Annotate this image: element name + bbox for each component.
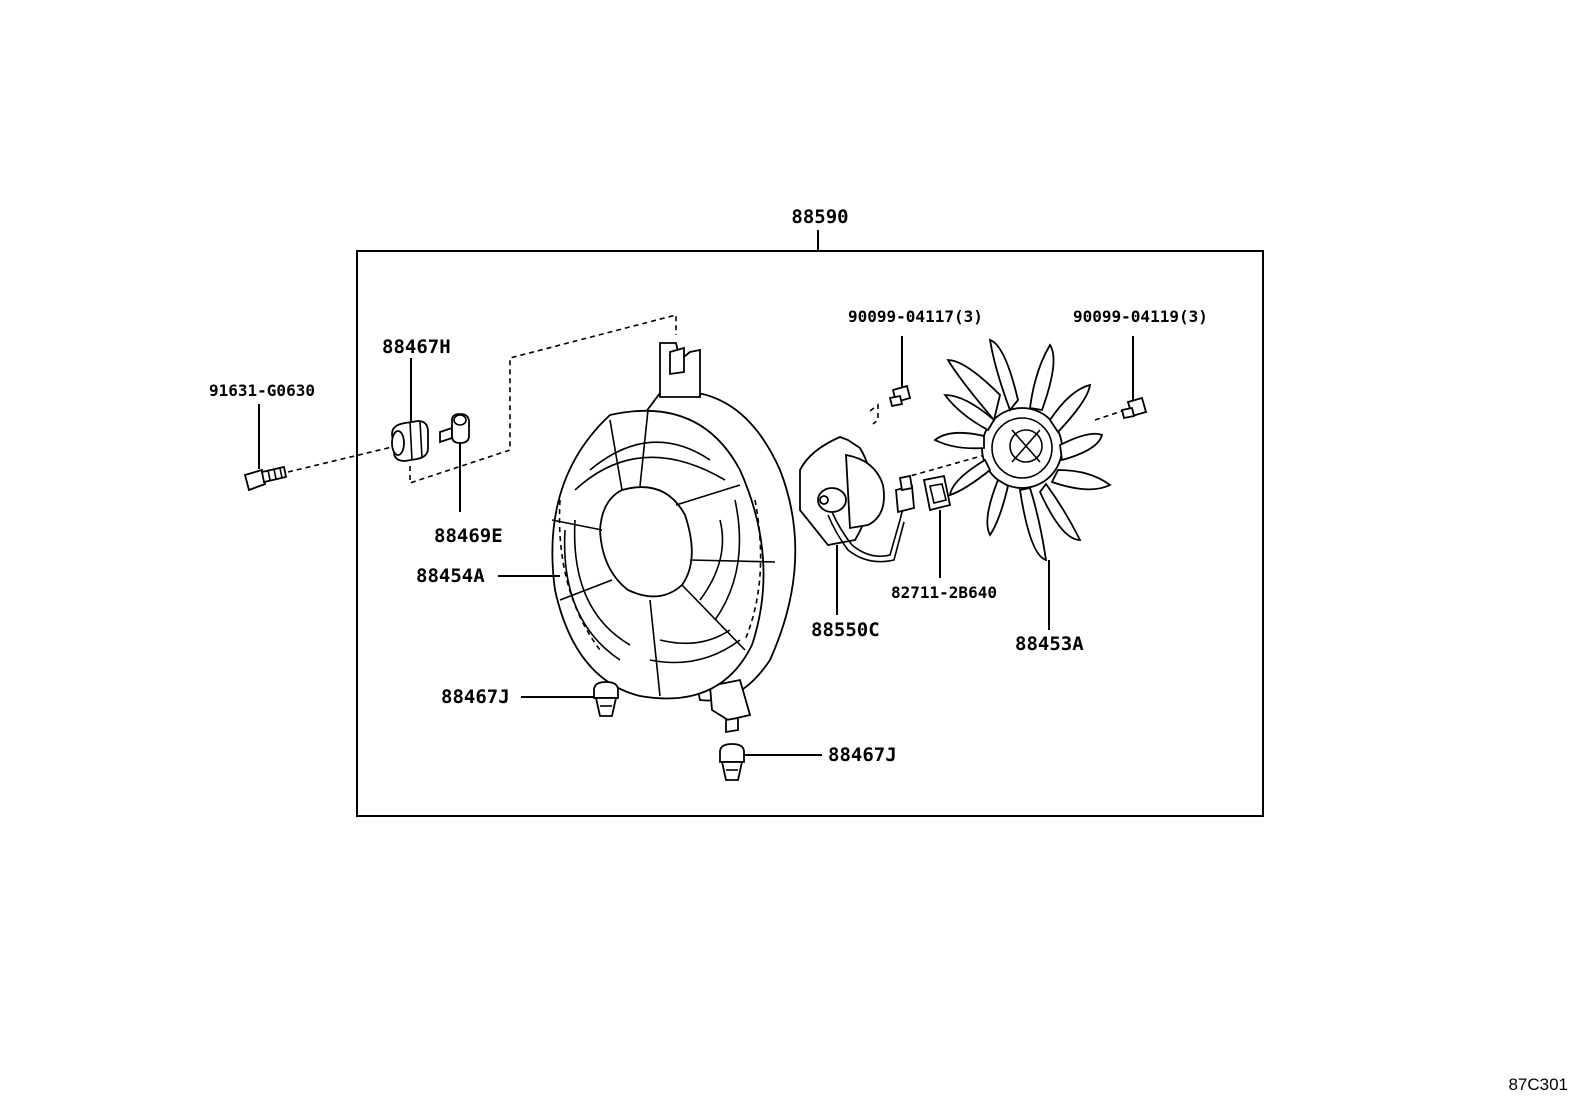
collar-88469e[interactable] [439,413,470,444]
screw-90099-04119[interactable] [1120,396,1148,420]
motor-88550c[interactable] [799,436,906,563]
label-88454a: 88454A [416,565,485,587]
label-91631-g0630: 91631-G0630 [209,381,315,400]
label-88453a: 88453A [1015,633,1084,655]
cushion-88467h[interactable] [391,420,429,462]
label-90099-04119: 90099-04119(3) [1073,307,1208,326]
clip-left-88467j[interactable] [593,681,619,717]
clip-bottom-88467j[interactable] [719,743,745,781]
label-90099-04117: 90099-04117(3) [848,307,983,326]
fan-88453a[interactable] [933,338,1112,562]
label-88590: 88590 [791,206,848,228]
label-88550c: 88550C [811,619,880,641]
assembly-frame [356,250,1264,817]
screw-90099-04117[interactable] [888,384,912,408]
label-88467h: 88467H [382,336,451,358]
label-82711-2b640: 82711-2B640 [891,583,997,602]
bolt-91631-g0630[interactable] [243,465,288,492]
label-88467j-left: 88467J [441,686,510,708]
label-88467j-bottom: 88467J [828,744,897,766]
shroud-88454a[interactable] [551,342,797,734]
diagram-code: 87C301 [1508,1075,1568,1094]
connector-82711-2b640[interactable] [895,474,952,514]
label-88469e: 88469E [434,525,503,547]
